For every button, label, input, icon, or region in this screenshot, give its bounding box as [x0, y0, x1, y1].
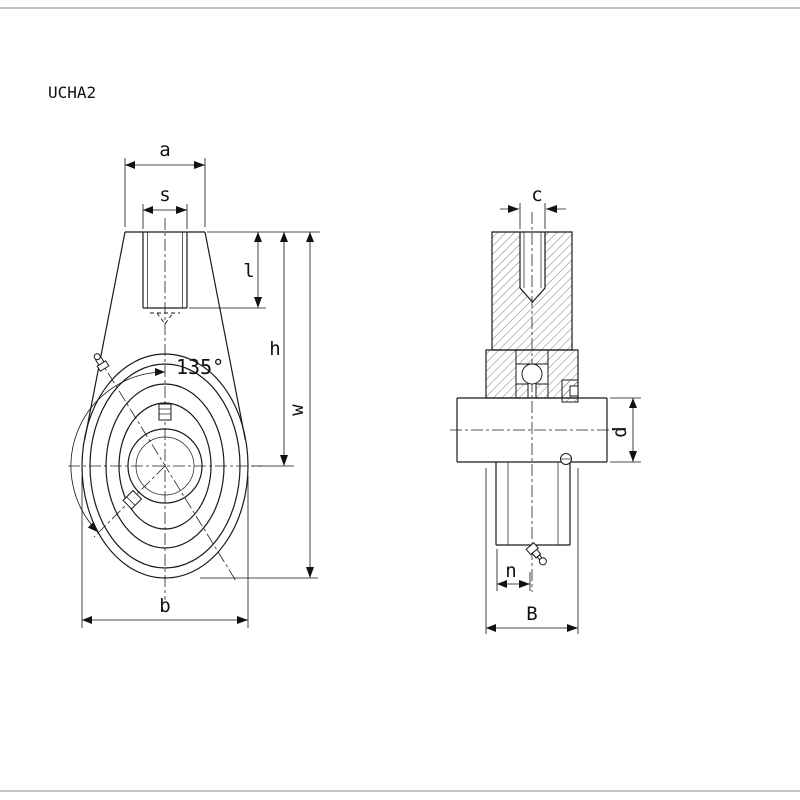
collar-slot	[569, 385, 579, 397]
grease-fitting-front	[93, 353, 110, 372]
dim-w-label: w	[286, 404, 308, 416]
dim-c: c	[500, 184, 566, 229]
dim-n: n	[496, 549, 531, 591]
side-hanger-arm-section	[491, 231, 573, 351]
setscrew-135	[122, 489, 143, 510]
front-threaded-hole	[142, 232, 188, 325]
outer-ring-top	[515, 349, 549, 365]
part-number-label: UCHA2	[48, 83, 96, 102]
dim-h: h	[252, 232, 294, 467]
inner-ring-left	[515, 383, 529, 399]
dim-b-label: b	[159, 595, 170, 617]
dim-n-label: n	[505, 560, 516, 582]
grease-fitting-side	[525, 542, 547, 566]
dim-s-label: s	[159, 184, 170, 206]
setscrew-top	[158, 403, 172, 421]
dim-l: l	[189, 232, 266, 309]
body-outer-ellipse	[81, 353, 249, 579]
dim-c-label: c	[531, 184, 542, 206]
drill-point-cone	[156, 312, 174, 325]
dim-s: s	[142, 184, 188, 229]
inner-ring-right	[535, 383, 549, 399]
angle-arc	[70, 368, 166, 533]
outer-ring-left	[485, 349, 517, 399]
dim-B: B	[485, 468, 579, 634]
dim-d: d	[609, 397, 641, 463]
dim-h-label: h	[269, 338, 280, 360]
dim-b: b	[81, 476, 249, 628]
side-view: c d n B	[450, 184, 641, 634]
dim-a-label: a	[159, 139, 170, 161]
front-bearing-body	[81, 353, 249, 579]
dim-w: w	[200, 232, 318, 579]
shaft	[456, 397, 608, 463]
front-diagonal-centerline	[96, 354, 237, 582]
grease-fitting-ball	[93, 353, 101, 361]
side-lower-housing	[495, 453, 572, 546]
dim-a: a	[124, 139, 206, 227]
dim-B-label: B	[526, 603, 537, 625]
grease-fitting-side-ball	[538, 557, 547, 566]
bearing-ball	[521, 363, 543, 385]
angle-label: 135°	[176, 355, 224, 379]
side-bearing-section	[485, 349, 579, 403]
dim-l-label: l	[243, 260, 254, 282]
dim-d-label: d	[609, 426, 631, 437]
front-view: 135° a s l h	[68, 139, 320, 628]
